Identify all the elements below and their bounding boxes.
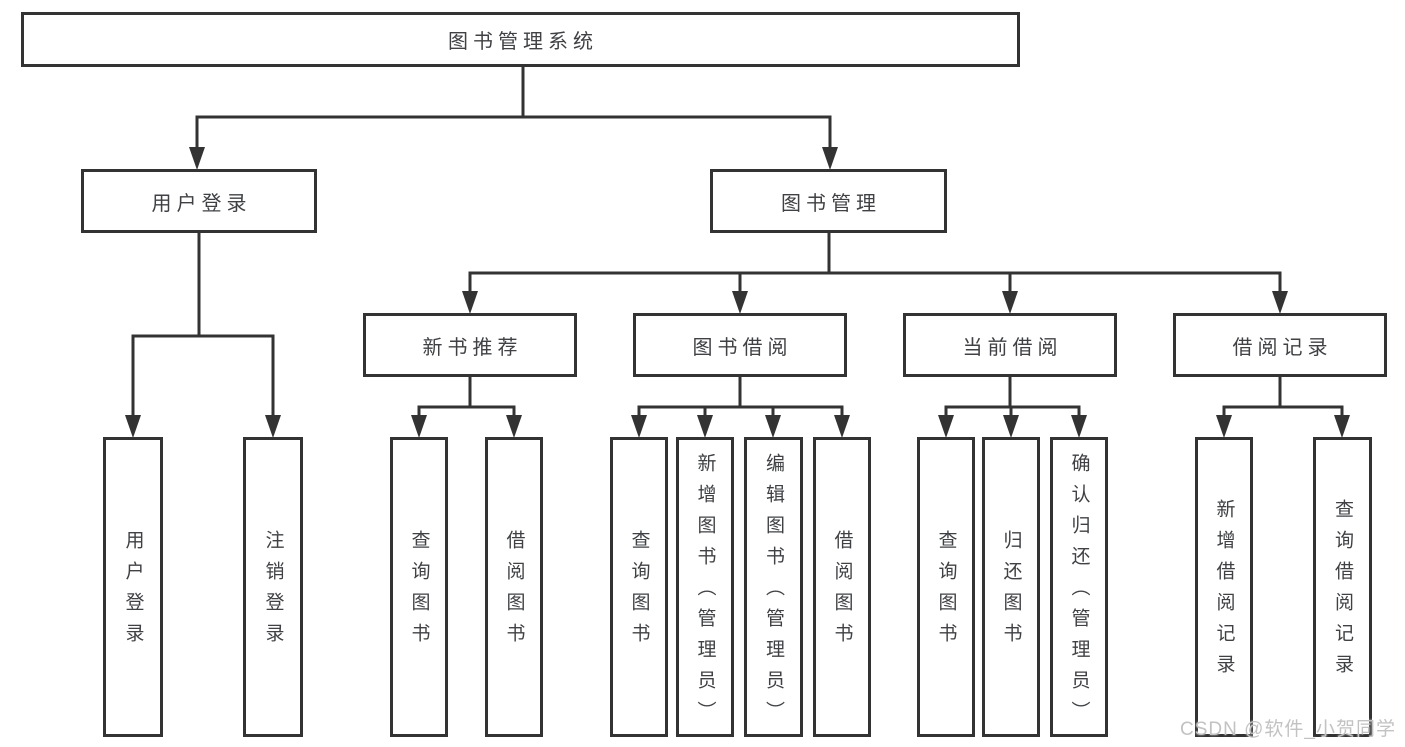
arrowhead: [125, 415, 141, 438]
leaf-add-books-admin: 新增图书（管理员）: [676, 437, 734, 737]
connector-root-to-level2: [195, 66, 832, 150]
arrowhead: [834, 415, 850, 438]
leaf-add-borrow-record: 新增借阅记录: [1195, 437, 1253, 737]
arrowhead: [265, 415, 281, 438]
arrowhead: [1216, 415, 1232, 438]
leaf-logout-label: 注销登录: [262, 530, 284, 654]
node-borrowing-records-label: 借阅记录: [1232, 336, 1333, 359]
leaf-newbook-query-books-label: 查询图书: [408, 530, 430, 654]
connector-borrowing-to-leaves: [637, 377, 844, 420]
leaf-add-borrow-record-label: 新增借阅记录: [1213, 499, 1235, 685]
leaf-user-login: 用户登录: [103, 437, 163, 737]
connector-bookmgmt-to-level3: [468, 233, 1282, 294]
leaf-confirm-return-admin-label: 确认归还（管理员）: [1068, 452, 1090, 732]
node-root-label: 图书管理系统: [448, 31, 598, 53]
leaf-user-login-label: 用户登录: [122, 530, 144, 654]
leaf-newbook-borrow-books-label: 借阅图书: [503, 530, 525, 654]
connector-userlogin-to-leaves: [131, 233, 275, 418]
leaf-borrow-books: 借阅图书: [813, 437, 871, 737]
leaf-add-books-admin-label: 新增图书（管理员）: [694, 452, 716, 732]
leaf-edit-books-admin-label: 编辑图书（管理员）: [763, 452, 784, 732]
leaf-newbook-borrow-books: 借阅图书: [485, 437, 543, 737]
arrowhead: [732, 291, 748, 314]
leaf-current-query-books-label: 查询图书: [935, 530, 957, 654]
leaf-borrow-books-label: 借阅图书: [831, 530, 853, 654]
node-current-borrowing: 当前借阅: [903, 313, 1117, 377]
arrowhead: [506, 415, 522, 438]
node-borrowing-records: 借阅记录: [1173, 313, 1387, 377]
node-user-login-label: 用户登录: [151, 192, 252, 215]
arrowhead: [189, 147, 205, 170]
node-book-borrowing-label: 图书借阅: [692, 336, 793, 359]
arrowhead: [822, 147, 838, 170]
leaf-borrowing-query-books: 查询图书: [610, 437, 668, 737]
node-root: 图书管理系统: [21, 12, 1020, 67]
node-new-book-recommend-label: 新书推荐: [422, 336, 523, 359]
node-current-borrowing-label: 当前借阅: [962, 336, 1063, 359]
leaf-current-query-books: 查询图书: [917, 437, 975, 737]
arrowhead: [1071, 415, 1087, 438]
csdn-watermark: CSDN @软件_小贺同学: [1180, 719, 1396, 740]
arrowhead: [631, 415, 647, 438]
leaf-newbook-query-books: 查询图书: [390, 437, 448, 737]
leaf-query-borrow-record-label: 查询借阅记录: [1332, 499, 1353, 685]
arrowhead: [1003, 415, 1019, 438]
leaf-edit-books-admin: 编辑图书（管理员）: [744, 437, 803, 737]
connector-newbook-to-leaves: [417, 377, 516, 420]
arrowhead: [1002, 291, 1018, 314]
arrowhead: [765, 415, 781, 438]
leaf-confirm-return-admin: 确认归还（管理员）: [1050, 437, 1108, 737]
connector-current-to-leaves: [944, 377, 1081, 420]
leaf-query-borrow-record: 查询借阅记录: [1313, 437, 1372, 737]
leaf-logout: 注销登录: [243, 437, 303, 737]
connector-records-to-leaves: [1222, 377, 1344, 420]
node-book-management-label: 图书管理: [781, 192, 881, 215]
node-new-book-recommend: 新书推荐: [363, 313, 577, 377]
arrowhead: [411, 415, 427, 438]
leaf-return-books-label: 归还图书: [1000, 530, 1022, 654]
leaf-borrowing-query-books-label: 查询图书: [628, 530, 650, 654]
node-book-management: 图书管理: [710, 169, 947, 233]
arrowhead: [462, 291, 478, 314]
arrowhead: [697, 415, 713, 438]
arrowhead: [1272, 291, 1288, 314]
arrowhead: [938, 415, 954, 438]
node-book-borrowing: 图书借阅: [633, 313, 847, 377]
node-user-login: 用户登录: [81, 169, 317, 233]
arrowhead: [1334, 415, 1350, 438]
leaf-return-books: 归还图书: [982, 437, 1040, 737]
